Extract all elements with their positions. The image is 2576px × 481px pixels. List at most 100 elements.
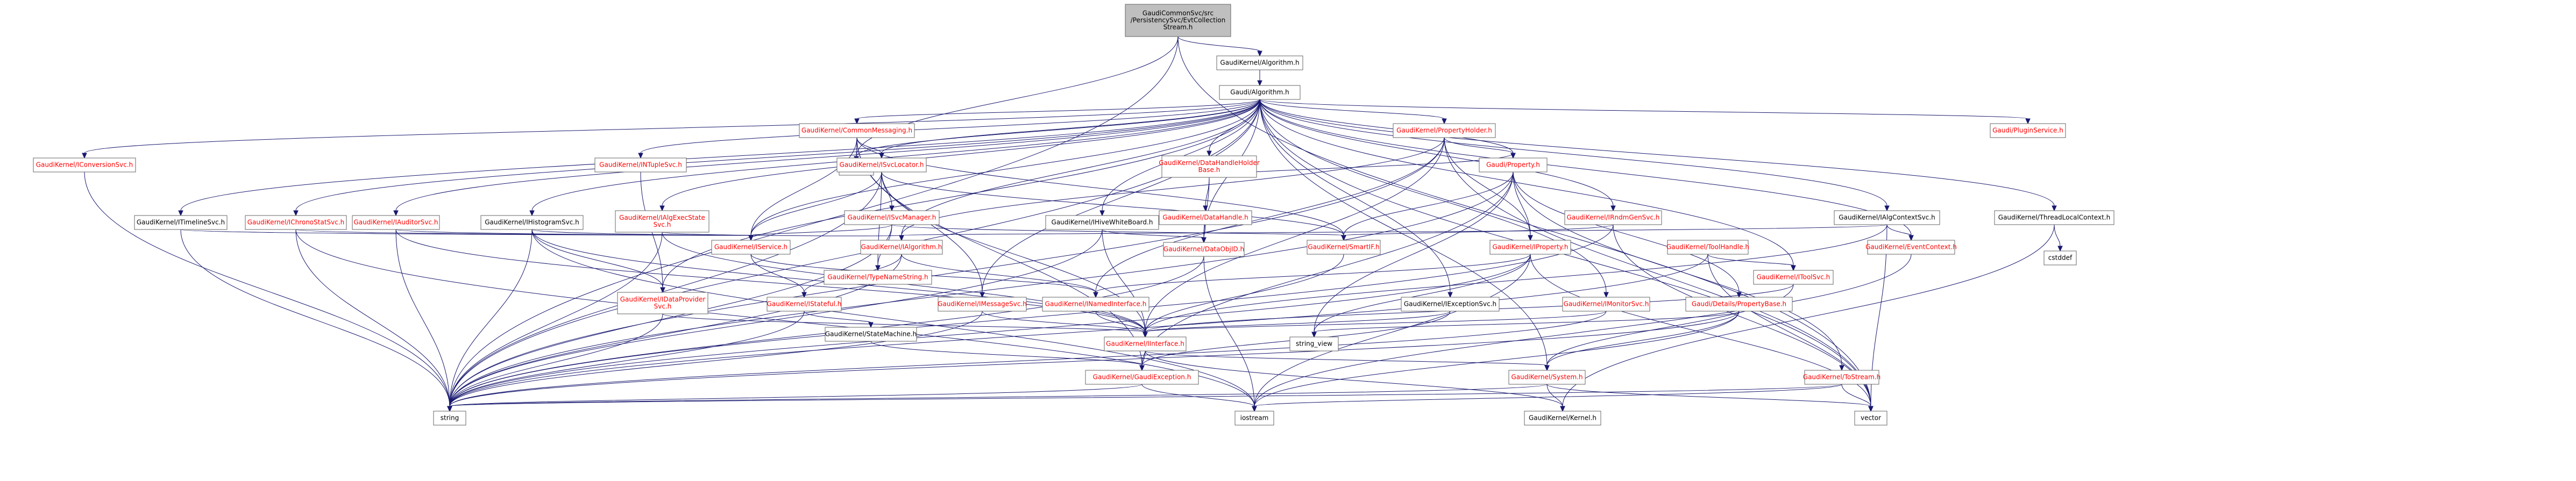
- node-IExceptionSvc[interactable]: GaudiKernel/IExceptionSvc.h: [1401, 297, 1500, 312]
- node-label: GaudiKernel/GaudiException.h: [1093, 374, 1191, 381]
- node-IMonitorSvc[interactable]: GaudiKernel/IMonitorSvc.h: [1562, 297, 1650, 312]
- edge-GProperty-to-IProperty: [1513, 171, 1533, 241]
- node-label: cstddef: [2048, 254, 2073, 262]
- node-IChronoStatSvc[interactable]: GaudiKernel/IChronoStatSvc.h: [245, 215, 347, 230]
- node-label: GaudiKernel/System.h: [1511, 374, 1582, 381]
- node-IStateful[interactable]: GaudiKernel/IStateful.h: [767, 297, 842, 312]
- node-PropertyHolder[interactable]: GaudiKernel/PropertyHolder.h: [1393, 123, 1496, 138]
- edge-System-to-vector: [1546, 384, 1874, 412]
- node-Kernel[interactable]: GaudiKernel/Kernel.h: [1524, 411, 1601, 426]
- node-label: GaudiKernel/INTupleSvc.h: [599, 161, 682, 169]
- edge-Algorithm-to-ITimelineSvc: [178, 99, 1260, 217]
- node-label: iostream: [1240, 414, 1269, 422]
- node-label: GaudiKernel/IStateful.h: [767, 300, 842, 308]
- node-IHistogramSvc[interactable]: GaudiKernel/IHistogramSvc.h: [480, 215, 584, 230]
- node-CommonMessaging[interactable]: GaudiKernel/CommonMessaging.h: [799, 123, 915, 138]
- node-StateMachine[interactable]: GaudiKernel/StateMachine.h: [825, 327, 917, 342]
- node-IHiveWhiteBoard[interactable]: GaudiKernel/IHiveWhiteBoard.h: [1045, 215, 1159, 230]
- node-string: string: [433, 411, 466, 426]
- node-ThreadLocalContext[interactable]: GaudiKernel/ThreadLocalContext.h: [1994, 210, 2114, 225]
- node-System[interactable]: GaudiKernel/System.h: [1508, 370, 1586, 385]
- edge-IHiveWhiteBoard-to-string: [447, 229, 1103, 412]
- node-root: GaudiCommonSvc/src/PersistencySvc/EvtCol…: [1125, 4, 1231, 37]
- node-DataObjID[interactable]: GaudiKernel/DataObjID.h: [1163, 242, 1245, 257]
- edge-IService-to-IStateful: [750, 254, 807, 298]
- node-label: GaudiCommonSvc/src: [1142, 10, 1214, 17]
- node-label: GaudiKernel/DataHandle.h: [1162, 214, 1248, 221]
- node-IProperty[interactable]: GaudiKernel/IProperty.h: [1489, 240, 1571, 255]
- node-INamedInterface[interactable]: GaudiKernel/INamedInterface.h: [1042, 297, 1149, 312]
- node-IInterface[interactable]: GaudiKernel/IInterface.h: [1104, 336, 1187, 351]
- node-label: Gaudi/Algorithm.h: [1230, 89, 1289, 96]
- edge-Algorithm-to-IAuditorSvc: [393, 99, 1260, 217]
- node-label: GaudiKernel/PropertyHolder.h: [1396, 127, 1492, 134]
- node-GProperty[interactable]: Gaudi/Property.h: [1479, 157, 1548, 173]
- edge-DataObjID-to-iostream: [1203, 256, 1257, 412]
- edge-algorithm-to-Algorithm: [1257, 70, 1262, 87]
- node-label: GaudiKernel/StateMachine.h: [825, 331, 917, 338]
- node-IAlgContextSvc[interactable]: GaudiKernel/IAlgContextSvc.h: [1834, 210, 1940, 225]
- node-ISvcManager[interactable]: GaudiKernel/ISvcManager.h: [844, 210, 940, 225]
- node-PluginService[interactable]: Gaudi/PluginService.h: [1990, 123, 2066, 138]
- edge-Algorithm-to-CommonMessaging: [854, 99, 1260, 125]
- edge-Algorithm-to-PropertyHolder: [1259, 99, 1447, 125]
- node-label: Base.h: [1198, 166, 1220, 174]
- node-label: GaudiKernel/IToolSvc.h: [1757, 274, 1830, 281]
- edge-IInterface-to-GaudiException: [1139, 350, 1146, 371]
- edge-IRndmGenSvc-to-SmartIF: [1341, 224, 1614, 241]
- edge-root-to-algorithm: [1177, 36, 1262, 57]
- edge-PropertyBase-to-string_view: [1311, 311, 1740, 338]
- edge-ThreadLocalContext-to-cstddef: [2054, 224, 2063, 252]
- edge-Algorithm-to-ThreadLocalContext: [1259, 99, 2057, 212]
- node-DataHandle[interactable]: GaudiKernel/DataHandle.h: [1159, 210, 1252, 225]
- edge-ITimelineSvc-to-string: [180, 229, 452, 412]
- edge-System-to-Kernel: [1546, 384, 1565, 412]
- node-IService[interactable]: GaudiKernel/IService.h: [711, 240, 791, 255]
- node-INTupleSvc[interactable]: GaudiKernel/INTupleSvc.h: [594, 157, 687, 173]
- node-label: GaudiKernel/TypeNameString.h: [827, 274, 928, 281]
- node-IRndmGenSvc[interactable]: GaudiKernel/IRndmGenSvc.h: [1564, 210, 1662, 225]
- node-TypeNameString[interactable]: GaudiKernel/TypeNameString.h: [824, 270, 932, 285]
- edge-CommonMessaging-to-ISvcLocator: [856, 137, 884, 159]
- edge-GProperty-to-PropertyBase: [1513, 171, 1742, 298]
- edge-GaudiException-to-string: [447, 384, 1142, 412]
- node-label: Stream.h: [1163, 24, 1193, 31]
- node-ITimelineSvc[interactable]: GaudiKernel/ITimelineSvc.h: [134, 215, 228, 230]
- edge-IInterface-to-System: [1145, 350, 1550, 371]
- node-label: GaudiKernel/IAlgContextSvc.h: [1839, 214, 1935, 221]
- node-label: GaudiKernel/ToStream.h: [1803, 374, 1880, 381]
- edge-Algorithm-to-System: [1259, 99, 1550, 371]
- edge-Algorithm-to-IHistogramSvc: [529, 99, 1260, 217]
- node-Algorithm[interactable]: Gaudi/Algorithm.h: [1219, 85, 1301, 100]
- node-label: GaudiKernel/CommonMessaging.h: [801, 127, 912, 134]
- node-label: GaudiKernel/IService.h: [714, 243, 787, 251]
- edge-Algorithm-to-IAlgContextSvc: [1259, 99, 1890, 212]
- node-algorithm[interactable]: GaudiKernel/Algorithm.h: [1216, 55, 1303, 70]
- node-IConversionSvc[interactable]: GaudiKernel/IConversionSvc.h: [33, 157, 136, 173]
- node-PropertyBase[interactable]: Gaudi/Details/PropertyBase.h: [1685, 297, 1793, 312]
- node-IToolSvc[interactable]: GaudiKernel/IToolSvc.h: [1753, 270, 1834, 285]
- edge-IDataProviderSvc-to-string: [447, 313, 663, 412]
- edge-ISvcManager-to-IService: [748, 224, 892, 241]
- node-IMessageSvc[interactable]: GaudiKernel/IMessageSvc.h: [938, 297, 1027, 312]
- edge-IHistogramSvc-to-IDataProviderSvc: [531, 229, 665, 293]
- edge-IAlgContextSvc-to-EventContext: [1886, 224, 1914, 241]
- node-ToolHandle[interactable]: GaudiKernel/ToolHandle.h: [1666, 240, 1749, 255]
- node-label: GaudiKernel/IProperty.h: [1493, 243, 1569, 251]
- edge-IProperty-to-INamedInterface: [1093, 254, 1531, 298]
- node-IToStream[interactable]: GaudiKernel/ToStream.h: [1803, 370, 1880, 385]
- edge-PropertyHolder-to-GProperty: [1444, 137, 1516, 159]
- node-ISvcLocator[interactable]: GaudiKernel/ISvcLocator.h: [836, 157, 927, 173]
- edge-IToStream-to-vector: [1841, 384, 1874, 412]
- node-IAlgorithm[interactable]: GaudiKernel/IAlgorithm.h: [860, 240, 943, 255]
- edge-IStateful-to-StateMachine: [804, 311, 874, 328]
- node-IAuditorSvc[interactable]: GaudiKernel/IAuditorSvc.h: [352, 215, 440, 230]
- node-EventContext[interactable]: GaudiKernel/EventContext.h: [1865, 240, 1957, 255]
- node-label: GaudiKernel/EventContext.h: [1865, 243, 1957, 251]
- node-SmartIF[interactable]: GaudiKernel/SmartIF.h: [1307, 240, 1381, 255]
- edge-IAlgContextSvc-to-IAlgorithm: [899, 224, 1887, 241]
- node-GaudiException[interactable]: GaudiKernel/GaudiException.h: [1085, 370, 1199, 385]
